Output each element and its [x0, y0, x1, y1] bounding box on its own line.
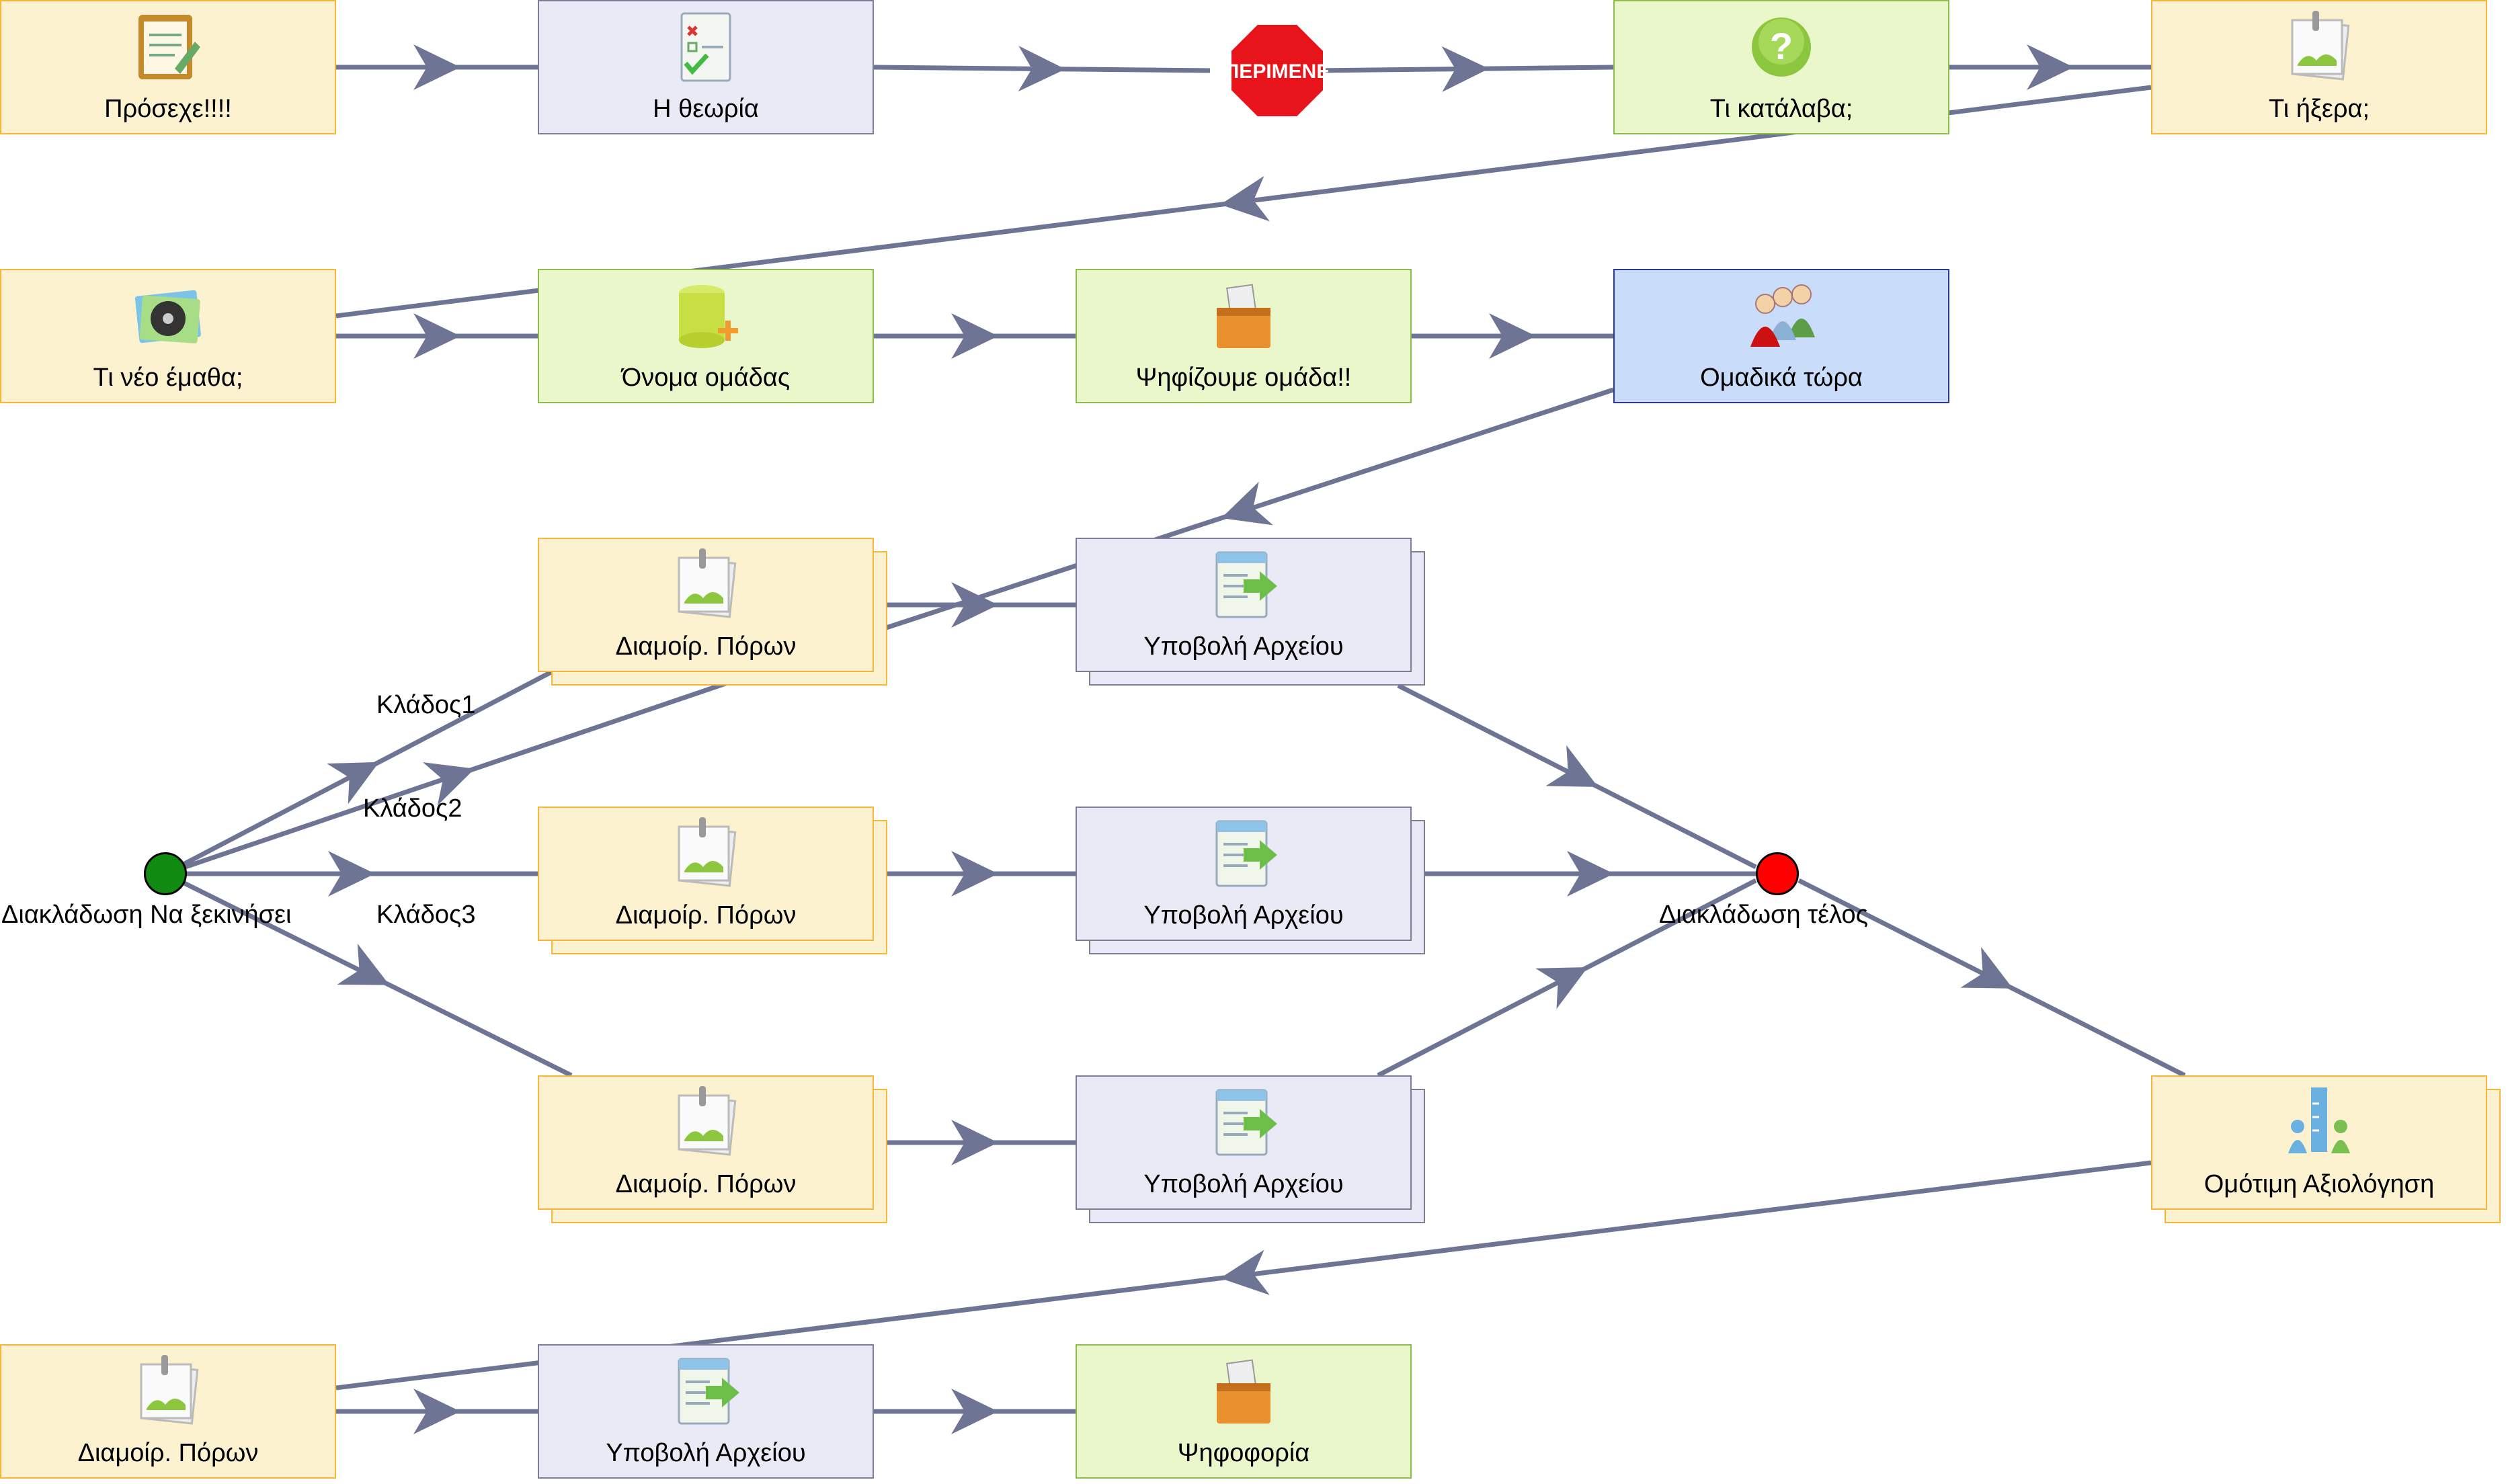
arrowhead	[2027, 44, 2074, 90]
arrowhead	[951, 582, 998, 628]
arrowhead	[327, 761, 380, 805]
node-label: Ψηφίζουμε ομάδα!!	[1135, 364, 1352, 392]
node-theoria[interactable]: Η θεωρία	[538, 0, 874, 134]
arrowhead	[1018, 46, 1065, 92]
branch-start-label: Διακλάδωση Να ξεκινήσει	[1, 901, 292, 929]
arrowhead	[1535, 966, 1588, 1009]
node-diamoir-poron-4[interactable]: Διαμοίρ. Πόρων	[0, 1344, 336, 1479]
arrowhead	[1221, 481, 1273, 526]
group-users-icon	[1741, 277, 1822, 358]
node-diamoir-poron-2[interactable]: Διαμοίρ. Πόρων	[538, 807, 874, 941]
file-upload-icon	[1203, 546, 1284, 626]
arrowhead	[413, 1389, 460, 1434]
node-ypovoli-arxeiou-1[interactable]: Υποβολή Αρχείου	[1076, 538, 1412, 672]
branch-end-gate[interactable]	[1756, 852, 1799, 895]
node-psifizoume-omada[interactable]: Ψηφίζουμε ομάδα!!	[1076, 269, 1412, 403]
node-label: Υποβολή Αρχείου	[1143, 1170, 1344, 1198]
file-upload-icon	[665, 1352, 746, 1433]
arrowhead	[1567, 851, 1614, 897]
branch-end-label: Διακλάδωση τέλος	[1659, 901, 1868, 929]
node-onoma-omadas[interactable]: Όνομα ομάδας	[538, 269, 874, 403]
stop-sign-text: ΠΕΡΙΜΕΝΕ	[1225, 60, 1330, 83]
arrowhead	[422, 762, 475, 806]
node-ypovoli-arxeiou-3[interactable]: Υποβολή Αρχείου	[1076, 1075, 1412, 1210]
arrowhead	[1220, 1249, 1270, 1295]
ballot-box-icon	[1203, 1352, 1284, 1433]
node-ti-katalava[interactable]: ? Τι κατάλαβα;	[1613, 0, 1949, 134]
question-icon: ?	[1741, 8, 1822, 89]
node-perimene-stop[interactable]: ΠΕΡΙΜΕΝΕ	[1210, 20, 1330, 121]
branch-label-1: Κλάδος1	[376, 691, 476, 719]
pinned-photo-icon	[2279, 8, 2359, 89]
node-diamoir-poron-3[interactable]: Διαμοίρ. Πόρων	[538, 1075, 874, 1210]
pinned-photo-icon	[665, 546, 746, 626]
arrowhead	[328, 851, 375, 897]
node-omadika-tora[interactable]: Ομαδικά τώρα	[1613, 269, 1949, 403]
branch-label-2: Κλάδος2	[363, 794, 462, 823]
node-label: Όνομα ομάδας	[621, 364, 791, 392]
arrowhead	[1960, 946, 2013, 989]
node-label: Πρόσεχε!!!!	[104, 95, 232, 123]
node-diamoir-poron-1[interactable]: Διαμοίρ. Πόρων	[538, 538, 874, 672]
node-psifoforia[interactable]: Ψηφοφορία	[1076, 1344, 1412, 1479]
arrowhead	[951, 313, 998, 359]
node-label: Ομότιμη Αξιολόγηση	[2204, 1170, 2435, 1198]
arrowhead	[413, 44, 460, 90]
branch-start-gate[interactable]	[144, 852, 187, 895]
node-label: Τι ήξερα;	[2268, 95, 2370, 123]
node-label: Τι κατάλαβα;	[1709, 95, 1853, 123]
media-disc-icon	[128, 277, 208, 358]
arrowhead	[1489, 313, 1536, 359]
svg-text:?: ?	[1770, 25, 1793, 67]
file-upload-icon	[1203, 815, 1284, 895]
node-ti-neo-ematha[interactable]: Τι νέο έμαθα;	[0, 269, 336, 403]
node-label: Υποβολή Αρχείου	[1143, 901, 1344, 930]
arrowhead	[951, 1389, 998, 1434]
stop-sign-icon: ΠΕΡΙΜΕΝΕ	[1223, 20, 1330, 119]
node-label: Ομαδικά τώρα	[1700, 364, 1863, 392]
arrowhead	[337, 943, 390, 985]
database-add-icon	[665, 277, 746, 358]
node-omotimi-axiologisi[interactable]: Ομότιμη Αξιολόγηση	[2151, 1075, 2487, 1210]
node-label: Υποβολή Αρχείου	[606, 1439, 806, 1467]
pinned-photo-icon	[665, 1083, 746, 1164]
checklist-document-icon	[665, 8, 746, 89]
node-label: Υποβολή Αρχείου	[1143, 632, 1344, 661]
pinned-photo-icon	[665, 815, 746, 895]
node-label: Διαμοίρ. Πόρων	[615, 901, 797, 930]
notepad-icon	[128, 8, 208, 89]
node-ti-ixera[interactable]: Τι ήξερα;	[2151, 0, 2487, 134]
node-label: Τι νέο έμαθα;	[93, 364, 243, 392]
node-ypovoli-arxeiou-2[interactable]: Υποβολή Αρχείου	[1076, 807, 1412, 941]
node-label: Ψηφοφορία	[1177, 1439, 1310, 1467]
arrowhead	[1220, 175, 1270, 222]
arrowhead	[413, 313, 460, 359]
node-label: Διαμοίρ. Πόρων	[77, 1439, 259, 1467]
node-prosexe[interactable]: Πρόσεχε!!!!	[0, 0, 336, 134]
branch-label-3: Κλάδος3	[376, 901, 476, 929]
arrowhead	[1441, 46, 1489, 92]
pinned-photo-icon	[128, 1352, 208, 1433]
node-label: Η θεωρία	[653, 95, 759, 123]
file-upload-icon	[1203, 1083, 1284, 1164]
peer-review-icon	[2279, 1083, 2359, 1164]
arrowhead	[1545, 745, 1599, 787]
arrowhead	[951, 851, 998, 897]
ballot-box-icon	[1203, 277, 1284, 358]
node-label: Διαμοίρ. Πόρων	[615, 632, 797, 661]
node-ypovoli-arxeiou-4[interactable]: Υποβολή Αρχείου	[538, 1344, 874, 1479]
arrowhead	[951, 1120, 998, 1165]
node-label: Διαμοίρ. Πόρων	[615, 1170, 797, 1198]
